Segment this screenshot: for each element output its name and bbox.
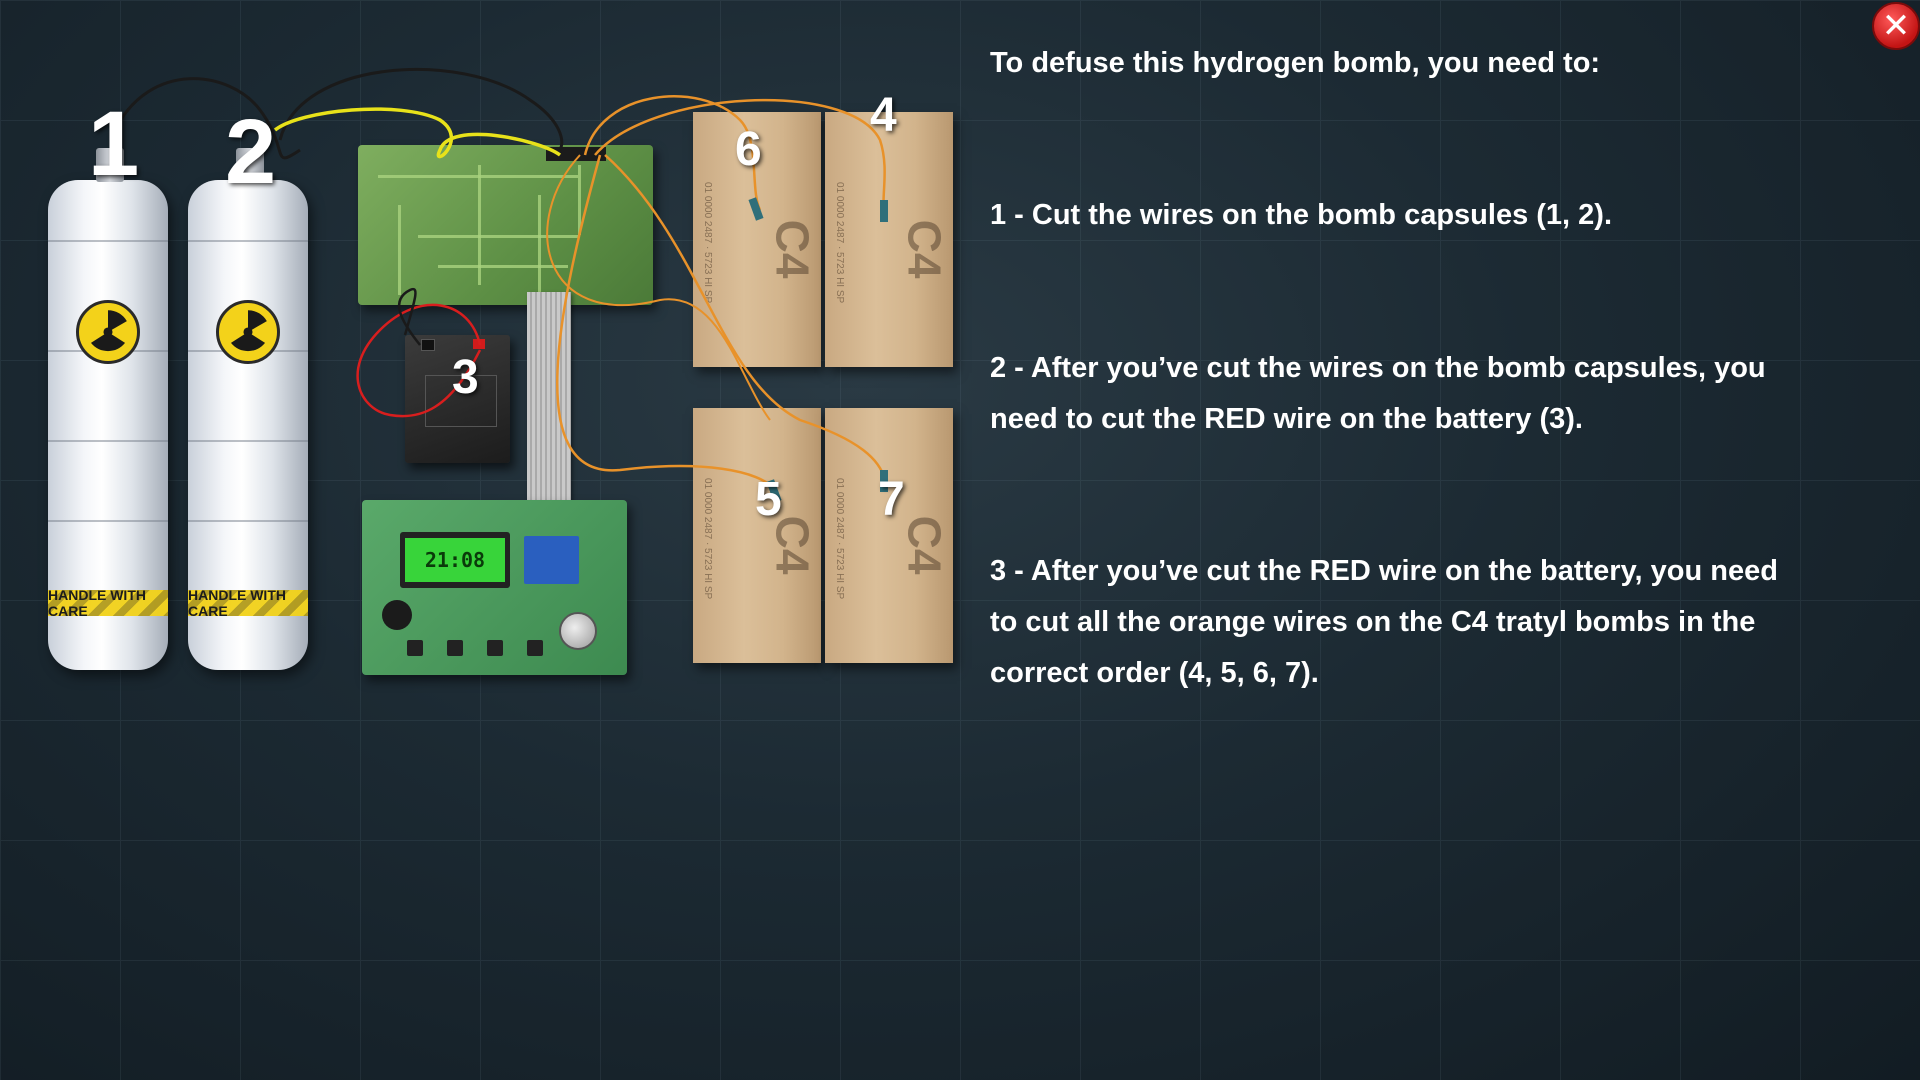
- c4-block-5[interactable]: C4 01 0000 2487 · 5723 HI SP: [693, 408, 821, 663]
- circuit-board: [358, 145, 653, 305]
- c4-block-7[interactable]: C4 01 0000 2487 · 5723 HI SP: [825, 408, 953, 663]
- step-3-text-line3: correct order (4, 5, 6, 7).: [990, 657, 1319, 689]
- step-2-text-line1: 2 - After you’ve cut the wires on the bo…: [990, 352, 1766, 384]
- step-3-text-line2: to cut all the orange wires on the C4 tr…: [990, 606, 1756, 638]
- bomb-diagram: HANDLE WITH CARE HANDLE WITH CARE: [0, 0, 980, 700]
- buzzer: [382, 600, 412, 630]
- label-1: 1: [88, 93, 140, 195]
- close-icon: ✕: [1881, 6, 1911, 46]
- close-button[interactable]: ✕: [1872, 2, 1920, 50]
- step-1-text: 1 - Cut the wires on the bomb capsules (…: [990, 199, 1612, 231]
- timer-display: 21:08: [405, 538, 505, 582]
- bomb-capsule-2[interactable]: HANDLE WITH CARE: [188, 148, 308, 670]
- instructions-heading: To defuse this hydrogen bomb, you need t…: [990, 47, 1601, 79]
- label-2: 2: [225, 101, 277, 203]
- label-4: 4: [870, 89, 897, 142]
- label-7: 7: [878, 473, 905, 526]
- timer-board: 21:08: [362, 500, 627, 675]
- battery-terminal-black: [421, 339, 435, 351]
- caution-tape: HANDLE WITH CARE: [48, 587, 168, 619]
- timer-button: [447, 640, 463, 656]
- label-6: 6: [735, 123, 762, 176]
- radiation-icon: [76, 300, 140, 364]
- step-2-text-line2: need to cut the RED wire on the battery …: [990, 403, 1583, 435]
- label-5: 5: [755, 473, 782, 526]
- ribbon-cable: [527, 292, 571, 522]
- label-3: 3: [452, 351, 479, 404]
- radiation-icon: [216, 300, 280, 364]
- relay-module: [524, 536, 579, 584]
- bomb-capsule-1[interactable]: HANDLE WITH CARE: [48, 148, 168, 670]
- timer-button: [407, 640, 423, 656]
- c4-block-4[interactable]: C4 01 0000 2487 · 5723 HI SP: [825, 112, 953, 367]
- timer-button: [527, 640, 543, 656]
- timer-display-frame: 21:08: [400, 532, 510, 588]
- coin-battery: [559, 612, 597, 650]
- timer-button: [487, 640, 503, 656]
- step-3-text-line1: 3 - After you’ve cut the RED wire on the…: [990, 555, 1778, 587]
- battery-terminal-red: [473, 339, 485, 349]
- caution-tape: HANDLE WITH CARE: [188, 587, 308, 619]
- black-wire: [278, 68, 564, 151]
